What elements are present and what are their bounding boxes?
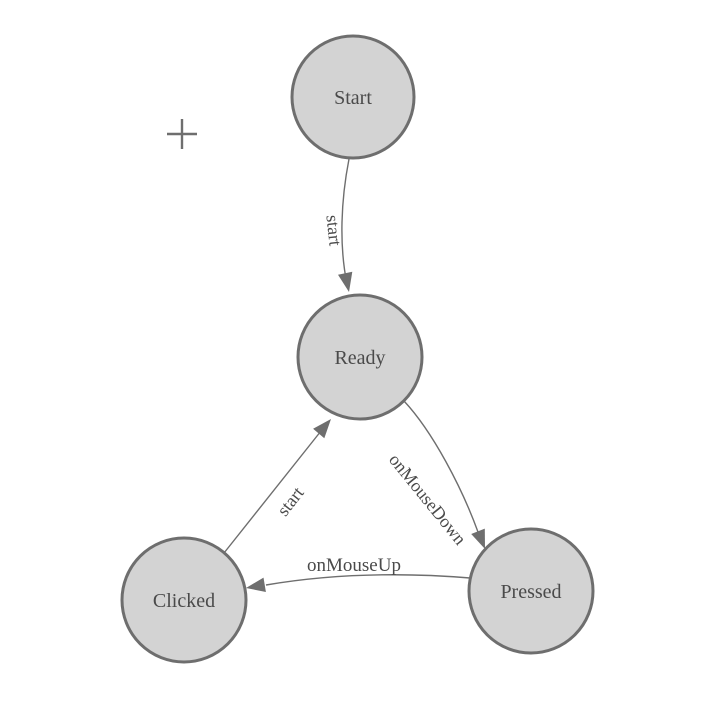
arrowhead-icon bbox=[313, 419, 331, 439]
edge-line[interactable] bbox=[341, 158, 350, 285]
node-start[interactable]: Start bbox=[290, 34, 416, 160]
arrowhead-icon bbox=[471, 528, 485, 549]
edge-line[interactable] bbox=[265, 574, 471, 586]
edge-label: start bbox=[322, 214, 345, 247]
edge-ready-pressed[interactable]: onMouseDown bbox=[385, 400, 485, 549]
node-label: Pressed bbox=[500, 581, 561, 603]
edge-label: onMouseUp bbox=[307, 555, 401, 576]
node-label: Start bbox=[334, 87, 372, 109]
node-pressed[interactable]: Pressed bbox=[467, 527, 595, 655]
node-clicked[interactable]: Clicked bbox=[120, 536, 248, 664]
node-label: Clicked bbox=[153, 590, 215, 612]
edge-start-ready[interactable]: start bbox=[322, 158, 353, 292]
state-circle[interactable] bbox=[290, 34, 416, 160]
state-circle[interactable] bbox=[120, 536, 248, 664]
edge-label: onMouseDown bbox=[385, 450, 470, 549]
node-ready[interactable]: Ready bbox=[296, 293, 424, 421]
edge-clicked-ready[interactable]: start bbox=[223, 419, 331, 554]
edge-pressed-clicked[interactable]: onMouseUp bbox=[246, 555, 471, 592]
edge-label: start bbox=[273, 483, 308, 520]
arrowhead-icon bbox=[246, 577, 266, 592]
state-circle[interactable] bbox=[467, 527, 595, 655]
arrowhead-icon bbox=[338, 271, 353, 292]
edge-line[interactable] bbox=[223, 430, 322, 554]
state-circle[interactable] bbox=[296, 293, 424, 421]
edge-line[interactable] bbox=[403, 400, 479, 533]
crosshair-cursor-icon bbox=[167, 119, 197, 149]
node-label: Ready bbox=[334, 347, 385, 369]
